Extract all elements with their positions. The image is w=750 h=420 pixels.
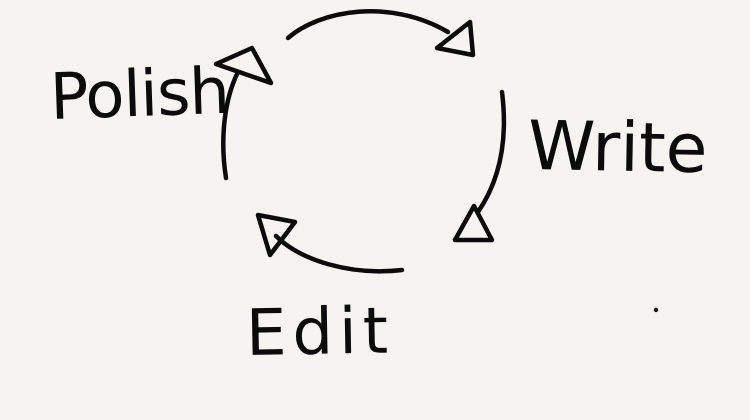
- label-edit: Edit: [245, 294, 395, 371]
- arrow-head-top-right: [434, 19, 476, 58]
- arrow-polish-up: [221, 69, 241, 181]
- label-write: Write: [527, 107, 709, 190]
- label-polish: Polish: [48, 54, 231, 135]
- arrow-polish-to-write: [285, 9, 451, 41]
- stray-ink-dot: [653, 307, 659, 313]
- arrow-write-to-edit: [475, 89, 507, 215]
- arrow-head-bottom-left: [255, 212, 298, 258]
- arrow-edit-to-polish: [273, 233, 405, 274]
- arrow-head-bottom-right: [452, 203, 495, 243]
- arrow-head-top-left: [213, 45, 274, 86]
